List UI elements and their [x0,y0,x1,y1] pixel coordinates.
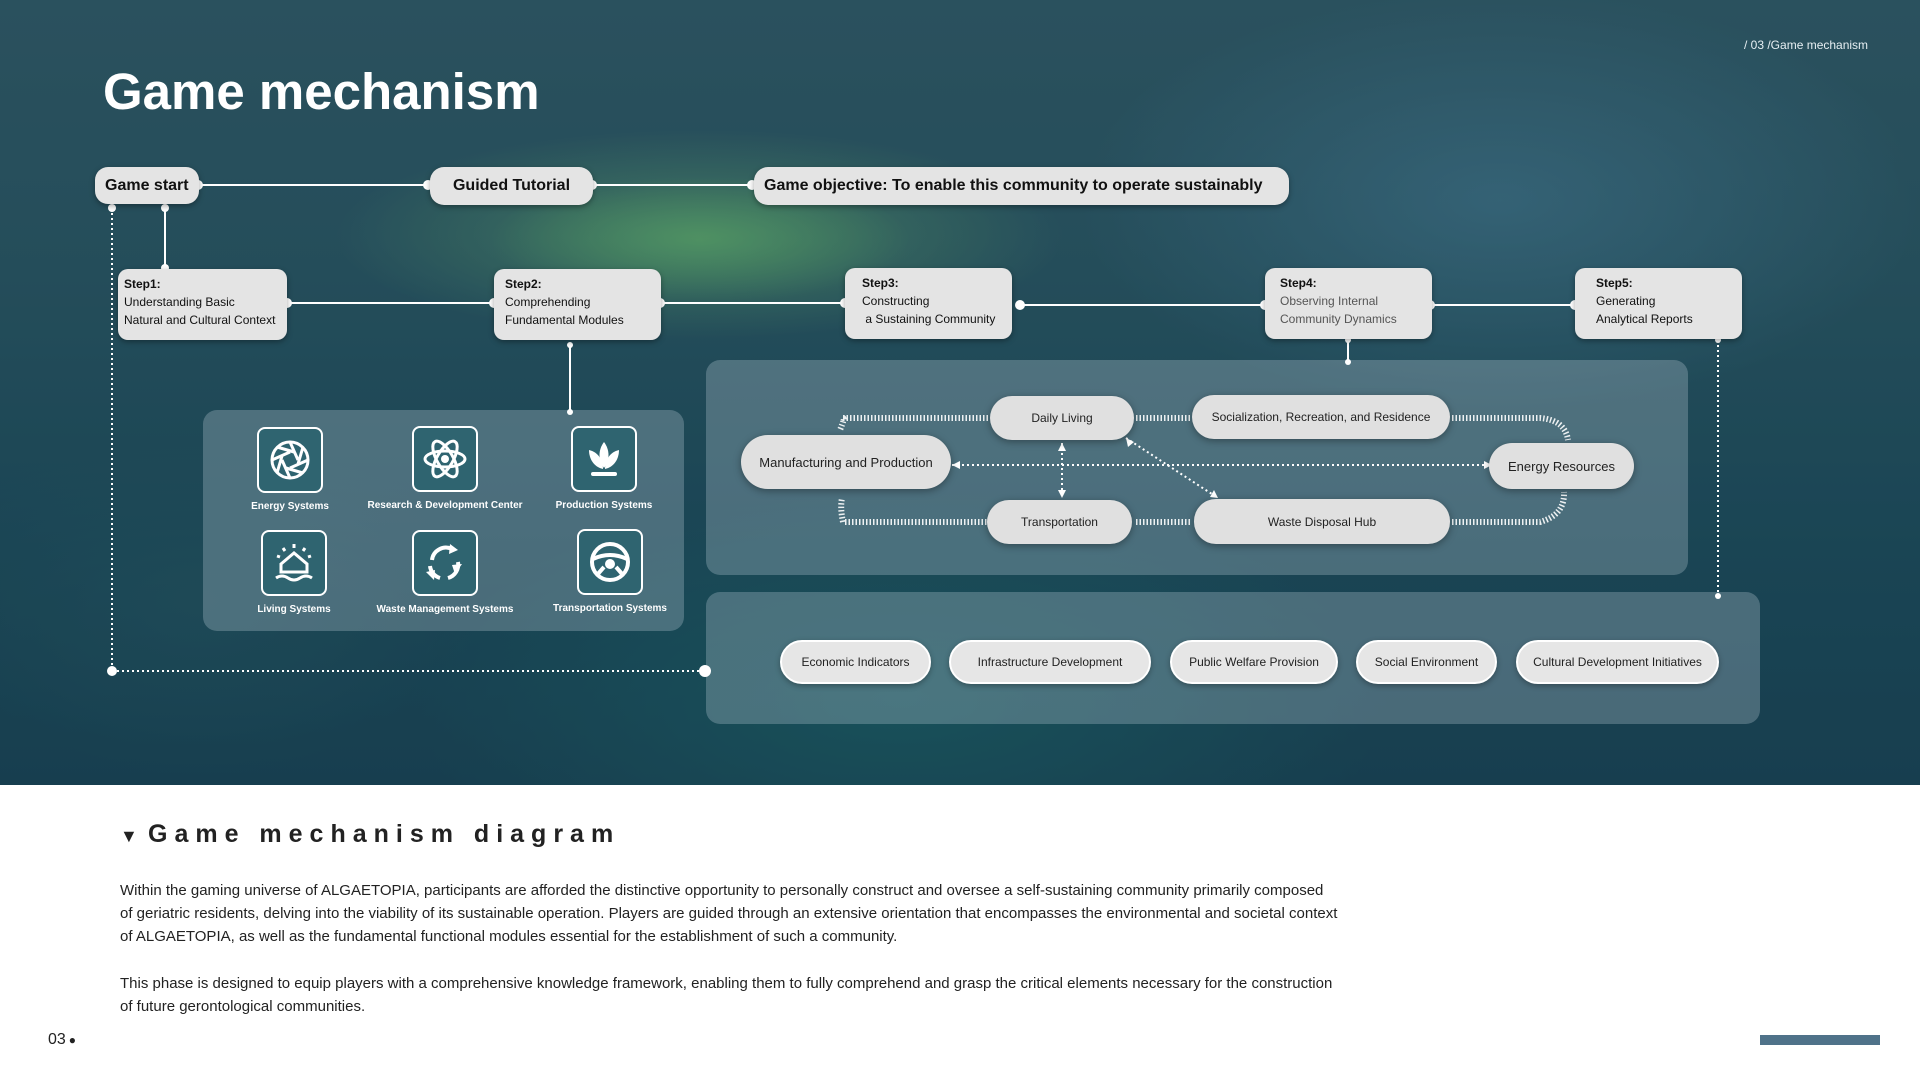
module-energy-systems: Energy Systems [210,427,370,512]
manufacturing-node: Manufacturing and Production [741,435,951,489]
socialization-node: Socialization, Recreation, and Residence [1192,395,1450,439]
steering-wheel-icon [577,529,643,595]
step-4-node: Step4: Observing Internal Community Dyna… [1265,268,1432,339]
step-1-node: Step1: Understanding Basic Natural and C… [118,269,287,340]
guided-tutorial-node: Guided Tutorial [430,167,593,205]
module-living-systems: Living Systems [214,530,374,615]
page-number: 03● [48,1031,77,1048]
paragraph-2: This phase is designed to equip players … [120,975,1333,1015]
collapse-triangle-icon[interactable]: ▼ [120,826,138,846]
game-start-node: Game start [95,167,199,204]
lotus-icon [571,426,637,492]
house-wave-icon [261,530,327,596]
atom-icon [412,426,478,492]
energy-resources-node: Energy Resources [1489,443,1634,489]
section-title: Game mechanism diagram [148,820,621,848]
daily-living-node: Daily Living [990,396,1134,440]
indicator-infrastructure: Infrastructure Development [949,640,1151,684]
recycle-icon [412,530,478,596]
module-production-systems: Production Systems [524,426,684,511]
step-5-node: Step5: Generating Analytical Reports [1575,268,1742,339]
connector-lines [0,0,1920,785]
game-objective-node: Game objective: To enable this community… [754,167,1289,205]
indicator-public-welfare: Public Welfare Provision [1170,640,1338,684]
bullet-icon: ● [68,1033,77,1047]
module-waste-management: Waste Management Systems [365,530,525,615]
indicator-social-environment: Social Environment [1356,640,1497,684]
accent-bar [1760,1035,1880,1045]
aperture-icon [257,427,323,493]
paragraph-1: Within the gaming universe of ALGAETOPIA… [120,882,1338,945]
hero-background: / 03 /Game mechanism Game mechanism [0,0,1920,785]
waste-disposal-node: Waste Disposal Hub [1194,499,1450,544]
step-2-node: Step2: Comprehending Fundamental Modules [494,269,661,340]
indicator-economic: Economic Indicators [780,640,931,684]
module-transportation-systems: Transportation Systems [530,529,690,614]
page-title: Game mechanism [103,63,540,120]
breadcrumb: / 03 /Game mechanism [1744,38,1869,52]
step-3-node: Step3: Constructing a Sustaining Communi… [845,268,1012,339]
indicator-cultural-development: Cultural Development Initiatives [1516,640,1719,684]
module-research-development: Research & Development Center [365,426,525,511]
transportation-node: Transportation [987,500,1132,544]
